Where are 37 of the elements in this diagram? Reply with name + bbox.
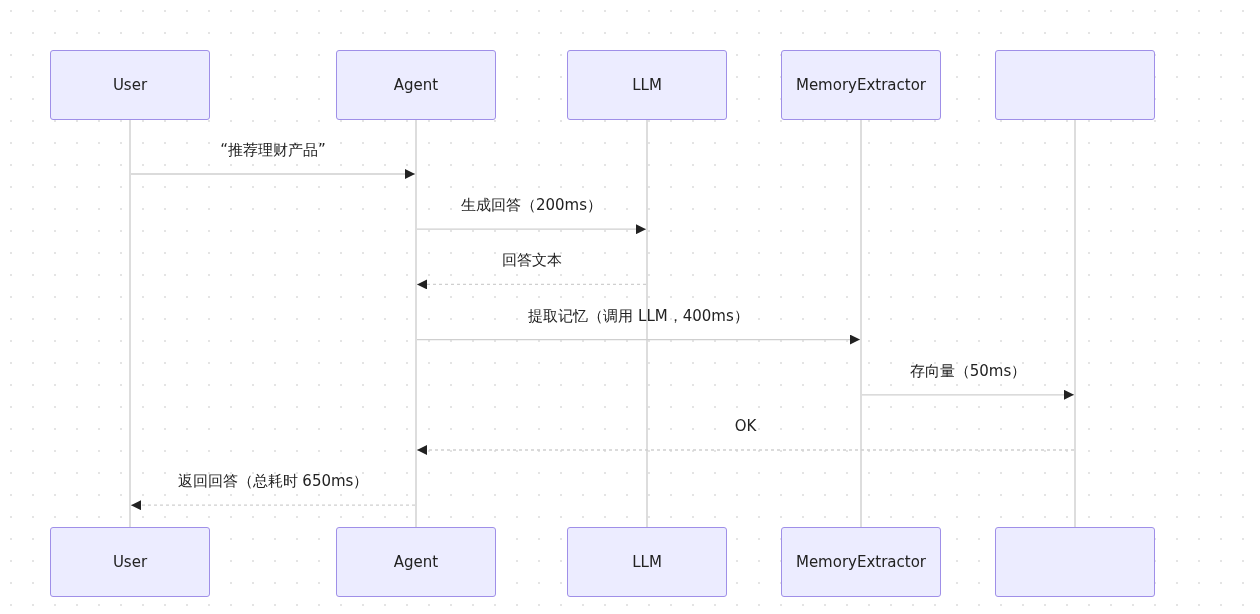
lifeline [129, 120, 131, 527]
message-arrow [416, 445, 1075, 455]
lifeline [415, 120, 417, 527]
participant-name: User [112, 553, 148, 571]
participant-box [781, 50, 941, 120]
participant-name: LLM [632, 553, 662, 571]
message-arrow [416, 279, 647, 290]
message-arrow [130, 500, 416, 511]
participant-box [50, 527, 210, 597]
message-arrow [416, 224, 647, 235]
participant-box [995, 527, 1155, 597]
participant-name: Agent [393, 76, 439, 94]
participant-name: LLM [632, 76, 662, 94]
lifeline [646, 120, 648, 527]
message-label: “推荐理财产品” [220, 141, 326, 160]
message-label: 提取记忆（调用 LLM，400ms） [528, 306, 749, 326]
participant-name: Agent [393, 553, 439, 571]
participant-box [567, 527, 727, 597]
message-arrow [861, 389, 1075, 400]
participant-box [336, 50, 496, 120]
participant-box [995, 50, 1155, 120]
message-label: OK [734, 417, 757, 435]
message-label: 生成回答（200ms） [460, 196, 603, 216]
lifeline [860, 120, 862, 527]
participant-name: MemoryExtractor [795, 76, 927, 94]
message-label: 返回回答（总耗时 650ms） [177, 472, 369, 492]
lifeline [1074, 120, 1076, 527]
participant-name: User [112, 76, 148, 94]
message-arrow [130, 169, 416, 179]
message-arrow [416, 334, 861, 345]
message-label: 存向量（50ms） [909, 361, 1027, 381]
participant-box [50, 50, 210, 120]
participant-box [567, 50, 727, 120]
message-label: 回答文本 [501, 251, 562, 271]
participant-name: MemoryExtractor [795, 553, 927, 571]
participant-box [781, 527, 941, 597]
participant-box [336, 527, 496, 597]
